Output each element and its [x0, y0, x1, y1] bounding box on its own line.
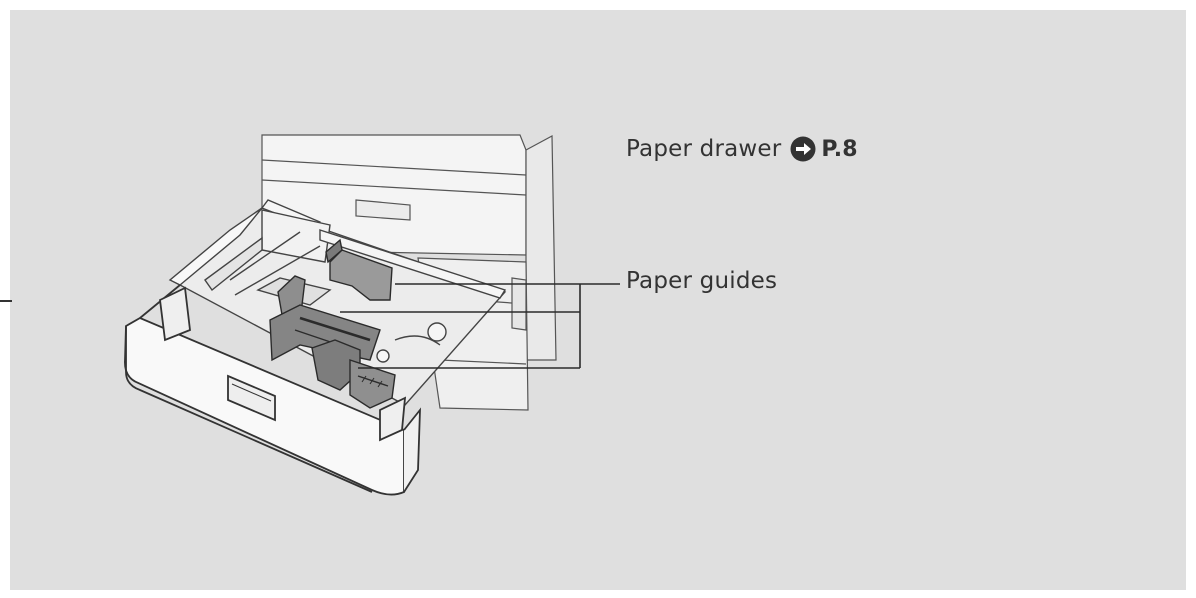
paper-guides — [269, 238, 396, 409]
paper-drawer-page-ref[interactable]: P.8 — [821, 136, 858, 162]
paper-drawer-callout: Paper drawer P.8 — [626, 136, 858, 162]
page-edge-tick — [0, 300, 12, 302]
paper-guides-label: Paper guides — [626, 268, 778, 294]
drawer-front — [124, 284, 421, 496]
drawer-tray — [168, 199, 507, 406]
illustration-panel — [10, 10, 1186, 590]
callout-leader-lines — [340, 283, 620, 369]
paper-drawer-label: Paper drawer — [626, 136, 782, 162]
arrow-right-circle-icon — [790, 136, 816, 162]
